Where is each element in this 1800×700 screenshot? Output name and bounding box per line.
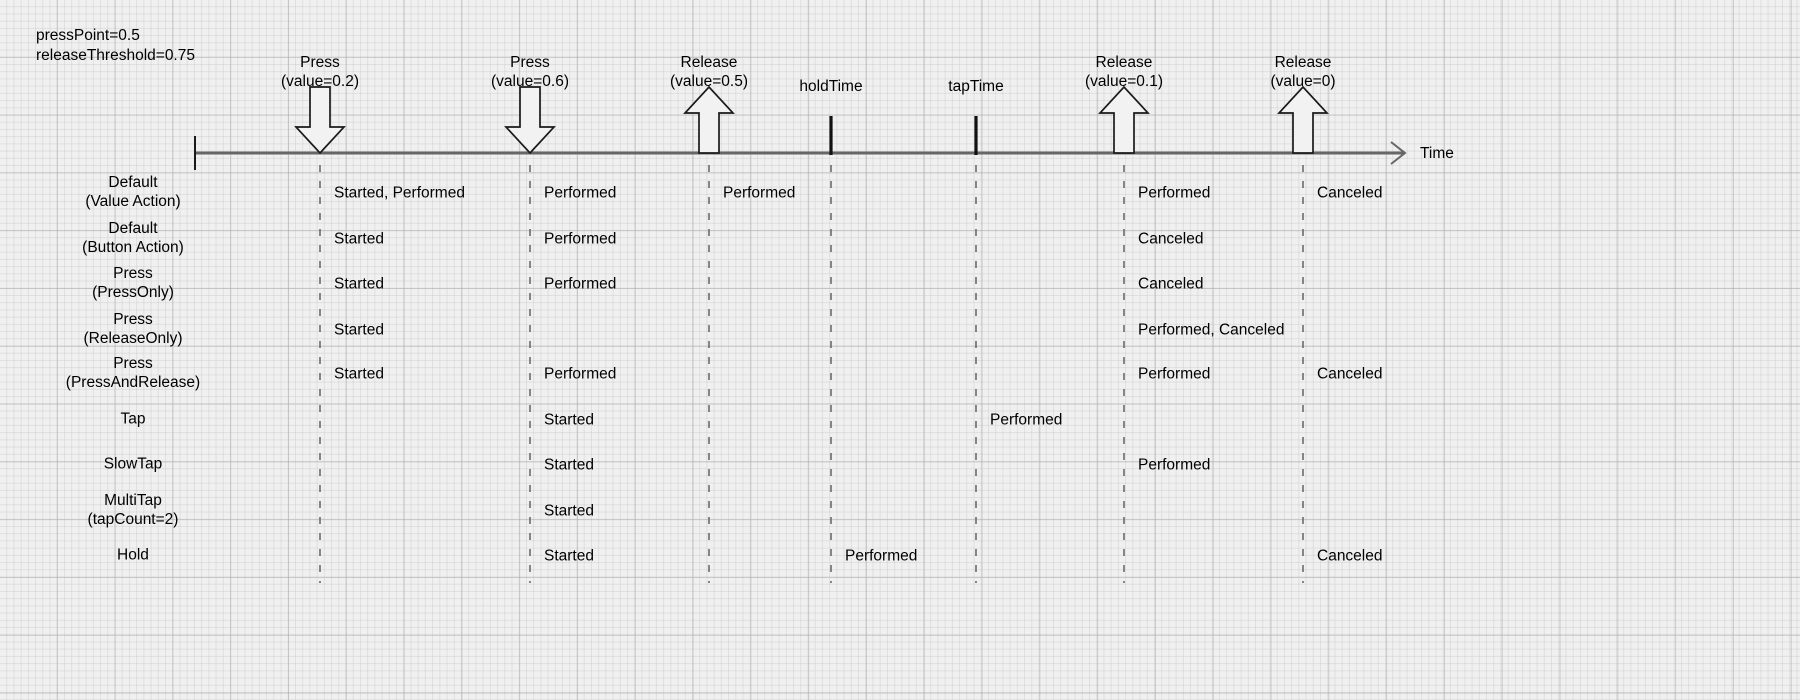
row-label-line1: Tap	[120, 410, 146, 428]
row-label-line1: Press	[113, 355, 153, 372]
time-axis-arrowhead	[1390, 141, 1407, 165]
event-label-line2: (value=0.2)	[281, 73, 359, 90]
cell-hold-hold-time: Performed	[845, 547, 918, 565]
row-label-line2: (Button Action)	[82, 239, 184, 256]
param-releasethreshold: releaseThreshold=0.75	[36, 47, 195, 64]
row-label-press-pressonly: Press (PressOnly)	[92, 264, 174, 302]
event-label-line1: tapTime	[948, 78, 1004, 95]
row-label-line1: Default	[108, 174, 158, 191]
cell-slowtap-release-2: Performed	[1138, 456, 1211, 474]
row-label-line1: Default	[108, 220, 158, 237]
event-label-line1: Release	[1095, 54, 1153, 71]
cell-press-pressandrelease-release-2: Performed	[1138, 365, 1211, 383]
row-label-line1: Press	[113, 311, 153, 328]
cell-tap-press-2: Started	[544, 411, 594, 429]
event-label-line1: Press	[300, 54, 340, 71]
cell-default-value-action-press-1: Started, Performed	[334, 184, 465, 202]
event-label-release-2: Release (value=0.1)	[1085, 53, 1163, 91]
cell-press-pressandrelease-press-1: Started	[334, 365, 384, 383]
row-label-line2: (Value Action)	[85, 193, 181, 210]
cell-default-value-action-release-1: Performed	[723, 184, 796, 202]
row-label-hold: Hold	[117, 546, 149, 565]
cell-slowtap-press-2: Started	[544, 456, 594, 474]
row-label-line1: Press	[113, 265, 153, 282]
row-label-line2: (tapCount=2)	[87, 511, 179, 528]
row-label-tap: Tap	[121, 410, 146, 429]
press-down-arrow-1	[504, 86, 556, 155]
cell-default-button-action-press-1: Started	[334, 230, 384, 248]
row-label-line2: (ReleaseOnly)	[83, 330, 183, 347]
press-down-arrow-0	[294, 86, 346, 155]
row-label-slowtap: SlowTap	[104, 455, 163, 474]
cell-press-pressandrelease-release-3: Canceled	[1317, 365, 1383, 383]
event-label-hold-time: holdTime	[799, 77, 862, 96]
cell-default-button-action-release-2: Canceled	[1138, 230, 1204, 248]
event-label-line2: (value=0.6)	[491, 73, 569, 90]
cell-default-value-action-release-3: Canceled	[1317, 184, 1383, 202]
row-label-line1: Hold	[117, 546, 149, 564]
cell-hold-press-2: Started	[544, 547, 594, 565]
row-label-multitap: MultiTap (tapCount=2)	[88, 491, 179, 529]
event-label-tap-time: tapTime	[948, 77, 1003, 96]
row-label-line2: (PressAndRelease)	[65, 374, 201, 391]
cell-press-releaseonly-press-1: Started	[334, 321, 384, 339]
event-label-line2: (value=0)	[1270, 73, 1336, 90]
axis-label-time: Time	[1420, 145, 1454, 162]
cell-press-releaseonly-release-2: Performed, Canceled	[1138, 321, 1285, 339]
release-up-arrow-2	[683, 85, 735, 154]
row-label-press-releaseonly: Press (ReleaseOnly)	[83, 310, 182, 348]
cell-press-pressandrelease-press-2: Performed	[544, 365, 617, 383]
row-label-line1: MultiTap	[104, 492, 162, 509]
event-label-line2: (value=0.5)	[670, 73, 748, 90]
cell-multitap-press-2: Started	[544, 502, 594, 520]
row-label-press-pressandrelease: Press (PressAndRelease)	[66, 354, 200, 392]
cell-default-button-action-press-2: Performed	[544, 230, 617, 248]
row-label-default-value-action: Default (Value Action)	[85, 173, 180, 211]
release-up-arrow-6	[1277, 85, 1329, 154]
row-label-line2: (PressOnly)	[92, 284, 174, 301]
event-label-line1: Release	[680, 54, 738, 71]
cell-hold-release-3: Canceled	[1317, 547, 1383, 565]
cell-tap-tap-time: Performed	[990, 411, 1063, 429]
event-label-line1: Press	[510, 54, 550, 71]
event-label-release-1: Release (value=0.5)	[670, 53, 748, 91]
release-up-arrow-5	[1098, 85, 1150, 154]
parameters-note: pressPoint=0.5 releaseThreshold=0.75	[36, 26, 195, 66]
row-label-line1: SlowTap	[103, 455, 163, 473]
row-label-default-button-action: Default (Button Action)	[82, 219, 184, 257]
cell-press-pressonly-release-2: Canceled	[1138, 275, 1204, 293]
event-label-line1: Release	[1274, 54, 1332, 71]
event-label-release-3: Release (value=0)	[1270, 53, 1335, 91]
cell-press-pressonly-press-2: Performed	[544, 275, 617, 293]
event-label-press-1: Press (value=0.2)	[281, 53, 359, 91]
cell-default-value-action-press-2: Performed	[544, 184, 617, 202]
event-label-line1: holdTime	[799, 78, 863, 95]
event-label-line2: (value=0.1)	[1085, 73, 1163, 90]
event-label-press-2: Press (value=0.6)	[491, 53, 569, 91]
param-presspoint: pressPoint=0.5	[36, 27, 140, 44]
cell-default-value-action-release-2: Performed	[1138, 184, 1211, 202]
cell-press-pressonly-press-1: Started	[334, 275, 384, 293]
